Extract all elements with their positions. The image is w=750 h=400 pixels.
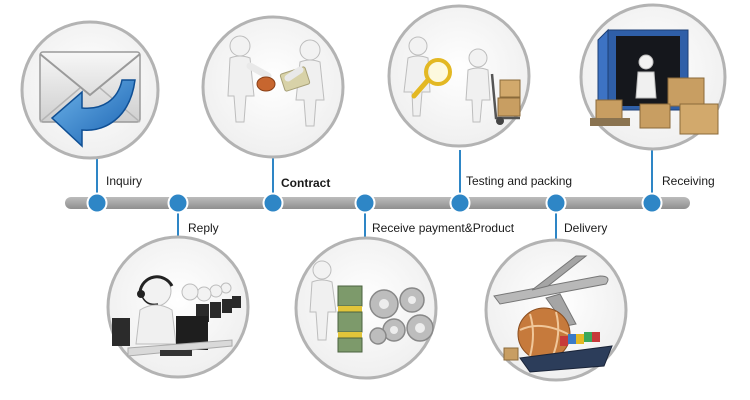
label-testing-packing: Testing and packing [466, 174, 573, 188]
label-contract: Contract [281, 176, 331, 190]
label-inquiry: Inquiry [106, 174, 143, 188]
timeline-bar [65, 197, 690, 209]
label-reply: Reply [188, 221, 219, 235]
handshake-contract-icon [201, 15, 345, 159]
container-boxes-icon [579, 3, 727, 151]
node-receiving [641, 192, 663, 214]
timeline-nodes [86, 192, 663, 214]
node-contract [262, 192, 284, 214]
node-testing [449, 192, 471, 214]
label-receiving: Receiving [662, 174, 715, 188]
inspection-packing-icon [387, 4, 531, 148]
envelope-reply-icon [20, 20, 160, 160]
node-reply [167, 192, 189, 214]
label-delivery: Delivery [564, 221, 608, 235]
node-delivery [545, 192, 567, 214]
money-gears-icon [294, 236, 438, 380]
call-center-icon [106, 235, 250, 379]
plane-ship-globe-icon [484, 238, 628, 382]
node-payment [354, 192, 376, 214]
label-receive-payment: Receive payment&Product [372, 221, 515, 235]
node-inquiry [86, 192, 108, 214]
